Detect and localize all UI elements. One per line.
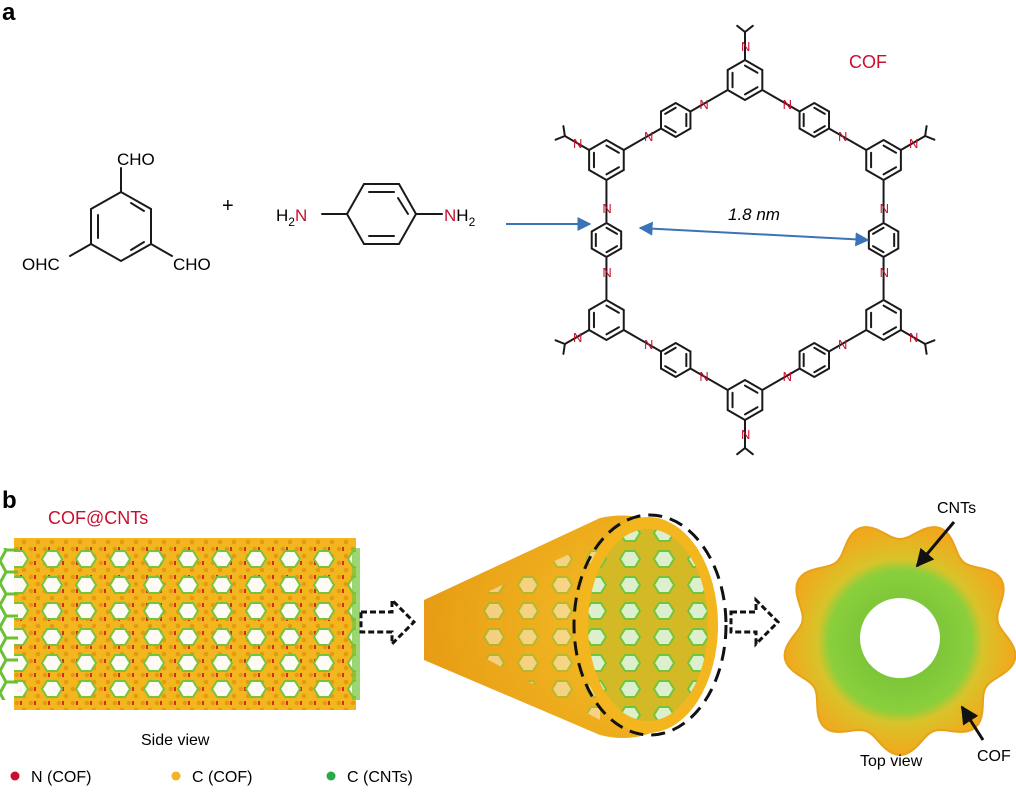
imine-n-label: N	[699, 97, 708, 112]
aldehyde-right: CHO	[173, 255, 211, 274]
imine-n-label: N	[909, 330, 918, 345]
cof-framework: N N N N N N N N N N N N N N N N N N	[554, 24, 936, 456]
legend-swatch-c-cof	[171, 771, 181, 781]
imine-n-label: N	[602, 201, 611, 216]
vertex-benzene-ring	[865, 298, 902, 342]
perspective-tube	[424, 513, 728, 738]
vertex-benzene-ring	[588, 298, 625, 342]
pore-size-arrow	[638, 221, 870, 247]
phenylenediamine-molecule: H2N NH2	[276, 183, 476, 245]
imine-n-label: N	[602, 265, 611, 280]
hollow-arrow-1	[359, 596, 417, 648]
top-view-tube	[783, 526, 1016, 757]
legend-label-n-cof: N (COF)	[31, 769, 91, 786]
cof-label: COF	[849, 52, 887, 72]
legend: N (COF) C (COF) C (CNTs)	[10, 769, 413, 786]
imine-n-label: N	[573, 136, 582, 151]
triformylbenzene-molecule: CHO OHC CHO	[22, 150, 211, 274]
dashed-highlight-ellipse	[572, 513, 728, 737]
legend-label-c-cof: C (COF)	[192, 769, 252, 786]
legend-swatch-n-cof	[10, 771, 20, 781]
imine-n-label: N	[783, 97, 792, 112]
imine-n-label: N	[838, 129, 847, 144]
cnts-pointer	[915, 521, 956, 568]
imine-n-label: N	[699, 369, 708, 384]
panel-b-title: COF@CNTs	[48, 508, 148, 528]
side-view-tube	[0, 538, 360, 710]
imine-n-label: N	[909, 136, 918, 151]
imine-n-label: N	[644, 129, 653, 144]
panel-a-label: a	[2, 0, 16, 26]
amine-right: NH2	[444, 206, 476, 229]
imine-n-label: N	[573, 330, 582, 345]
amine-left: H2N	[276, 206, 307, 229]
cof-pointer-label: COF	[977, 748, 1011, 765]
aldehyde-top: CHO	[117, 150, 155, 169]
cof-pointer	[960, 705, 985, 741]
vertex-benzene-ring	[726, 58, 764, 102]
imine-n-label: N	[783, 369, 792, 384]
legend-label-c-cnts: C (CNTs)	[347, 769, 413, 786]
legend-swatch-c-cnts	[326, 771, 336, 781]
imine-n-label: N	[741, 39, 750, 54]
hollow-arrow-2	[729, 596, 781, 648]
top-view-label: Top view	[860, 753, 923, 770]
panel-b-label: b	[2, 487, 17, 514]
pore-size-label: 1.8 nm	[728, 205, 780, 224]
side-view-label: Side view	[141, 732, 210, 749]
cnts-label: CNTs	[937, 500, 976, 517]
aldehyde-left: OHC	[22, 255, 60, 274]
imine-n-label: N	[644, 337, 653, 352]
imine-n-label: N	[880, 201, 889, 216]
plus-sign: +	[222, 195, 234, 217]
imine-n-label: N	[838, 337, 847, 352]
imine-n-label: N	[880, 265, 889, 280]
imine-n-label: N	[741, 427, 750, 442]
